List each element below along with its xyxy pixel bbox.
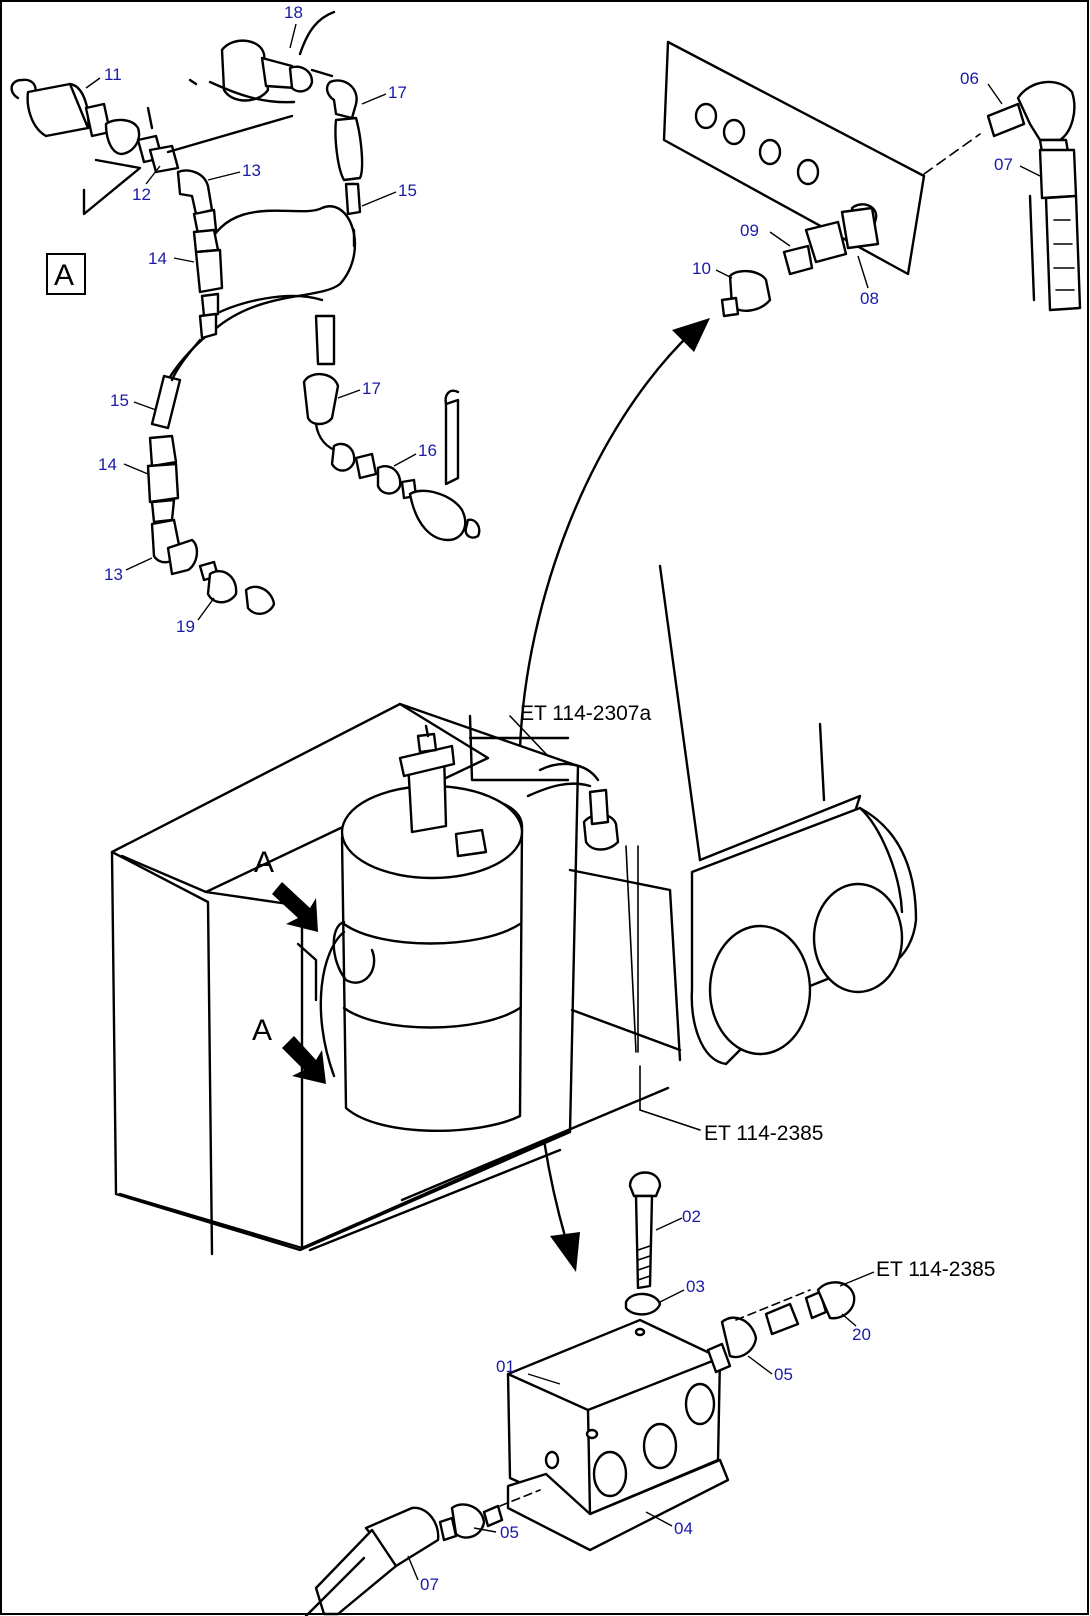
callout-05-upper: 05 — [774, 1365, 793, 1384]
callout-11: 11 — [104, 65, 122, 84]
flow-arrow-up — [518, 318, 710, 750]
callout-16: 16 — [418, 441, 437, 460]
callout-05-lower: 05 — [500, 1523, 519, 1542]
hose-07-upper — [1028, 148, 1082, 312]
elbow-18 — [208, 39, 314, 104]
callouts-detail-a: 11 18 17 13 12 15 14 15 17 14 16 13 19 — [85, 3, 437, 636]
callout-01: 01 — [496, 1357, 515, 1376]
adapter-19 — [198, 560, 276, 615]
view-a-arrow-upper-label: A — [254, 846, 274, 879]
callout-02: 02 — [682, 1207, 701, 1226]
view-a-arrow-lower-label: A — [252, 1014, 272, 1047]
callout-12: 12 — [132, 185, 151, 204]
callout-15-upper: 15 — [398, 181, 417, 200]
callout-17-lower: 17 — [362, 379, 381, 398]
callout-14-upper: 14 — [148, 249, 167, 268]
hose-15-lower — [150, 374, 182, 430]
fitting-05-lower — [438, 1489, 541, 1542]
elbow-13-lower — [150, 518, 199, 576]
valve-16 — [330, 389, 481, 542]
fitting-08-09-10 — [720, 203, 880, 318]
callout-15-lower: 15 — [110, 391, 129, 410]
callout-13-upper: 13 — [242, 161, 261, 180]
fitting-05-upper — [706, 1302, 800, 1374]
view-a-arrow-lower: A — [252, 1014, 326, 1084]
callout-14-lower: 14 — [98, 455, 117, 474]
quick-coupling-11 — [10, 78, 164, 164]
callouts-panel: 06 07 09 10 08 — [692, 69, 1041, 308]
callout-20: 20 — [852, 1325, 871, 1344]
callout-07-upper: 07 — [994, 155, 1013, 174]
detail-view-a: A — [10, 10, 481, 615]
bolt-02 — [628, 1171, 662, 1290]
reference-middle: ET 114-2385 — [704, 1122, 823, 1145]
view-label-box — [46, 253, 86, 295]
callout-09: 09 — [740, 221, 759, 240]
base-plate-04 — [506, 1458, 730, 1552]
callout-08: 08 — [860, 289, 879, 308]
callout-04: 04 — [674, 1519, 693, 1538]
elbow-13-upper — [148, 144, 218, 236]
fitting-14-lower — [146, 434, 180, 524]
hose-17-upper — [325, 79, 364, 248]
elbow-06 — [986, 80, 1076, 154]
callout-06: 06 — [960, 69, 979, 88]
tank-housing — [110, 564, 918, 1256]
callout-10: 10 — [692, 259, 711, 278]
callout-19: 19 — [176, 617, 195, 636]
fitting-20 — [804, 1281, 856, 1320]
reference-bottom: ET 114-2385 — [876, 1258, 995, 1281]
callout-03: 03 — [686, 1277, 705, 1296]
hose-17-lower — [302, 314, 342, 454]
callout-18: 18 — [284, 3, 303, 22]
callout-17-upper: 17 — [388, 83, 407, 102]
view-a-arrow-upper: A — [254, 846, 318, 932]
washer-03 — [624, 1292, 662, 1316]
fitting-14-upper — [192, 228, 224, 340]
view-label-text: A — [54, 259, 74, 292]
reference-top: ET 114-2307a — [520, 702, 651, 725]
callout-13-lower: 13 — [104, 565, 123, 584]
hose-07-lower — [304, 1506, 440, 1616]
callouts-lower: 02 03 01 05 05 04 07 20 ET 114-2385 — [407, 1207, 995, 1594]
callout-07-lower: 07 — [420, 1575, 439, 1594]
distribution-block-01 — [506, 1318, 722, 1516]
